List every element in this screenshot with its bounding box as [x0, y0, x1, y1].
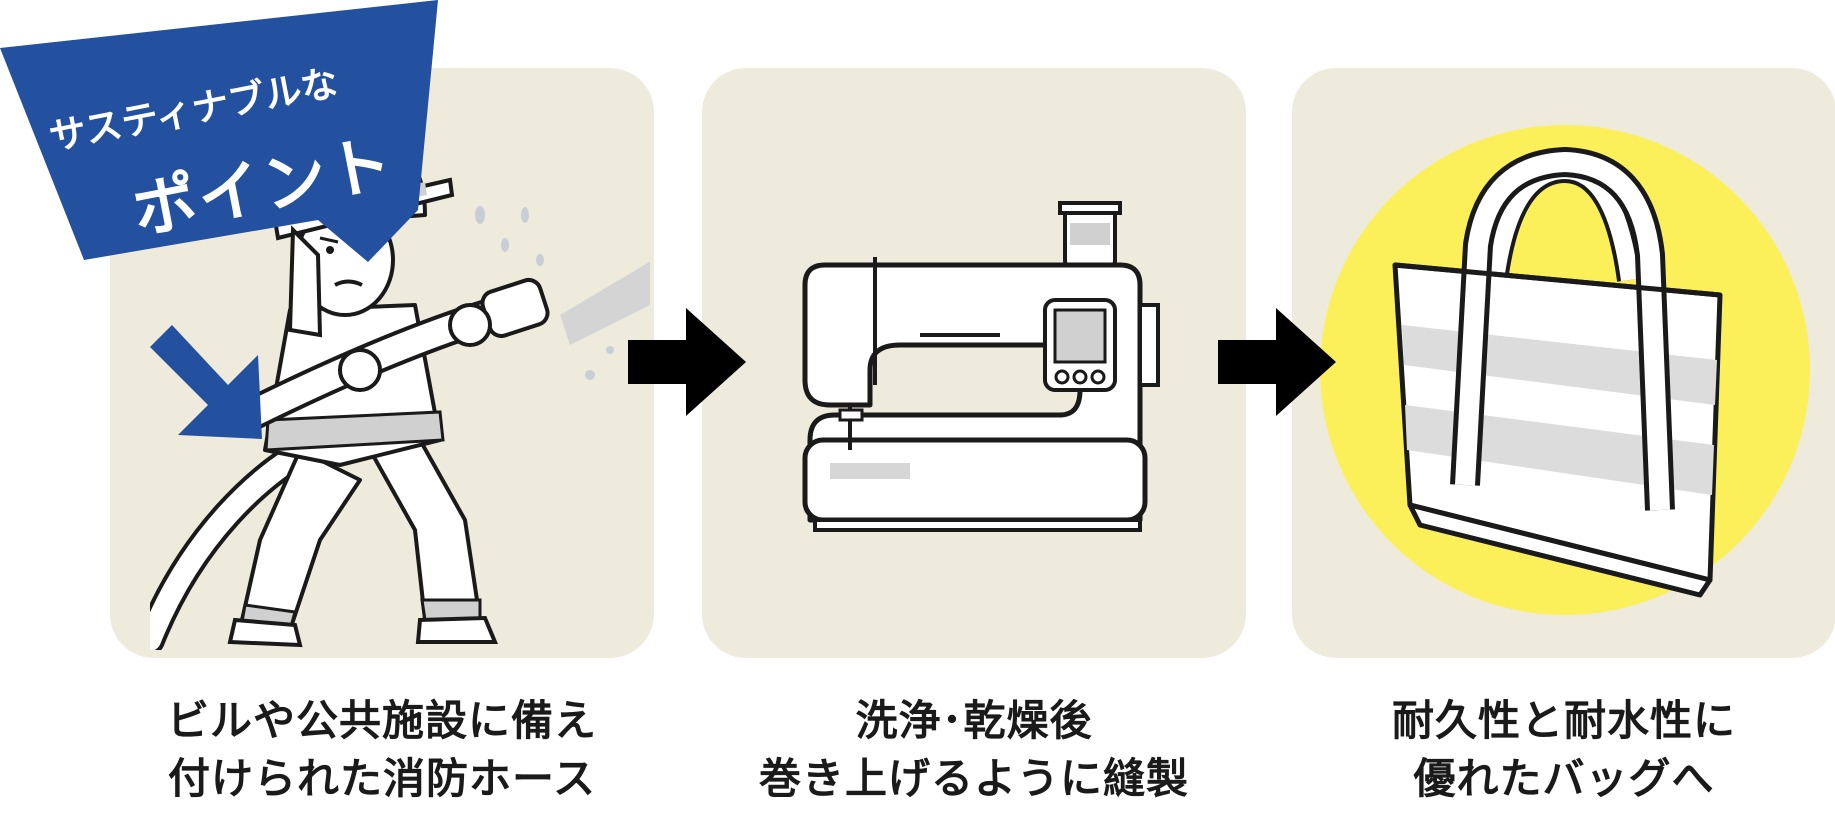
firefighter-icon — [150, 133, 650, 650]
sewing-machine-icon — [802, 201, 1160, 532]
caption-line: ビルや公共施設に備え — [166, 696, 597, 745]
flow-arrow-icon — [628, 308, 746, 416]
badge-shape — [0, 0, 438, 262]
caption-line: 付けられた消防ホース — [168, 754, 596, 803]
tote-bag-icon — [1320, 125, 1810, 615]
caption-line: 優れたバッグへ — [1413, 754, 1715, 803]
caption-line: 洗浄･乾燥後 — [855, 696, 1093, 745]
pointer-arrow-icon — [150, 325, 262, 439]
caption-line: 耐久性と耐水性に — [1391, 696, 1736, 745]
flow-arrow-icon — [1218, 308, 1336, 416]
step-caption-hose: ビルや公共施設に備え 付けられた消防ホース — [102, 692, 662, 808]
step-caption-sewing: 洗浄･乾燥後 巻き上げるように縫製 — [694, 692, 1254, 808]
step-caption-bag: 耐久性と耐水性に 優れたバッグへ — [1284, 692, 1835, 808]
sustainable-point-badge: サスティナブルな ポイント — [0, 0, 470, 270]
water-spray-icon — [560, 261, 650, 345]
caption-line: 巻き上げるように縫製 — [758, 754, 1189, 803]
